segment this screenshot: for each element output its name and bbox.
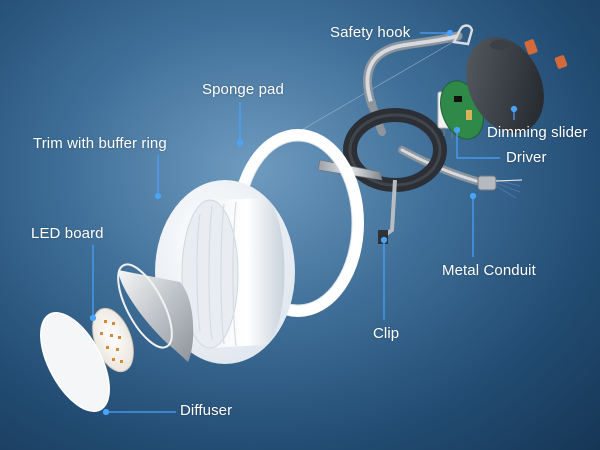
callout-driver <box>456 130 500 159</box>
safety-hook-shape <box>452 24 474 46</box>
callout-lines <box>89 29 518 416</box>
callout-dot-led-board <box>89 314 97 322</box>
callout-dot-driver <box>453 126 461 134</box>
callout-dot-safety-hook <box>446 29 454 37</box>
diffuser-shape <box>40 312 110 412</box>
callout-dot-dimming-slider <box>510 105 518 113</box>
label-safety-hook: Safety hook <box>330 24 411 41</box>
label-metal-conduit: Metal Conduit <box>442 262 536 279</box>
callout-dot-clip <box>380 236 388 244</box>
dimming-slider-shape <box>524 39 568 69</box>
label-diffuser: Diffuser <box>180 402 233 419</box>
label-sponge-pad: Sponge pad <box>202 81 284 98</box>
callout-dot-diffuser <box>102 408 110 416</box>
label-led-board: LED board <box>31 225 104 242</box>
back-plate-shape <box>466 37 544 133</box>
label-driver: Driver <box>506 149 547 166</box>
callout-dot-metal-conduit <box>469 192 477 200</box>
callout-dot-trim <box>154 192 162 200</box>
callout-dot-sponge-pad <box>236 139 244 147</box>
reflector-shape <box>117 263 194 362</box>
label-trim: Trim with buffer ring <box>33 135 167 152</box>
label-clip: Clip <box>373 325 400 342</box>
metal-conduit-shape <box>363 31 523 199</box>
label-dimming-slider: Dimming slider <box>487 124 588 141</box>
